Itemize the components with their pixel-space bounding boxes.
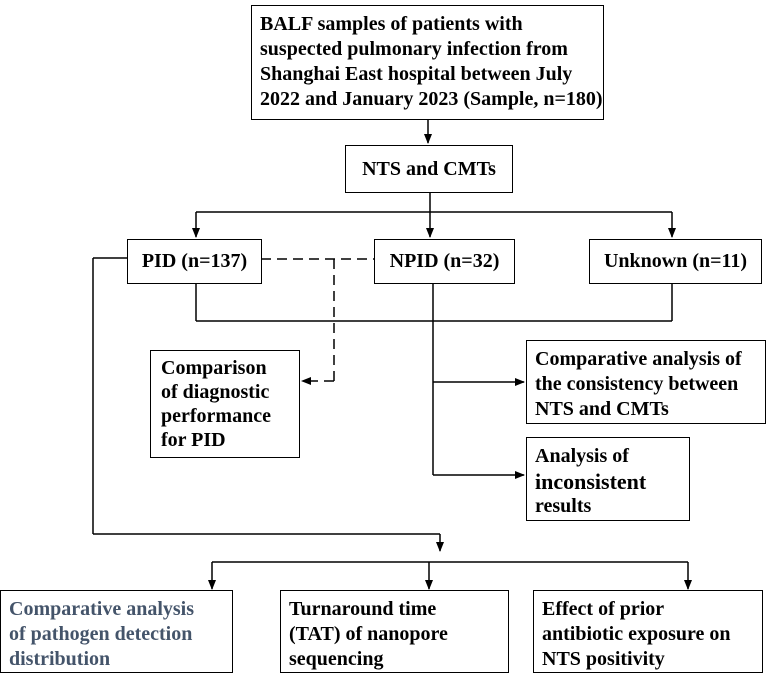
consistency-analysis-line-2: the consistency between [535, 373, 739, 395]
turnaround-time-line-2: (TAT) of nanopore [289, 623, 448, 645]
npid-label: NPID (n=32) [389, 250, 500, 272]
consistency-analysis-box: Comparative analysis of the consistency … [526, 340, 766, 424]
npid-box: NPID (n=32) [374, 239, 515, 284]
pid-box: PID (n=137) [127, 239, 262, 284]
antibiotic-effect-line-2: antibiotic exposure on [542, 623, 731, 645]
diagnostic-comparison-line-4: for PID [161, 429, 226, 451]
methods-label: NTS and CMTs [362, 157, 496, 180]
unknown-box: Unknown (n=11) [589, 239, 762, 284]
pathogen-distribution-line-2: of pathogen detection [9, 623, 193, 645]
samples-line-3: Shanghai East hospital between July [260, 63, 573, 85]
turnaround-time-box: Turnaround time (TAT) of nanopore sequen… [280, 590, 509, 673]
inconsistent-analysis-line-1: Analysis of [535, 445, 629, 467]
samples-line-4: 2022 and January 2023 (Sample, n=180) [260, 88, 603, 110]
consistency-analysis-line-3: NTS and CMTs [535, 398, 669, 420]
pid-label: PID (n=137) [141, 250, 248, 272]
samples-box: BALF samples of patients with suspected … [251, 5, 604, 120]
inconsistent-analysis-line-2: inconsistent [535, 469, 647, 494]
samples-line-2: suspected pulmonary infection from [260, 38, 568, 60]
diagnostic-comparison-line-1: Comparison [161, 357, 267, 379]
diagnostic-comparison-line-3: performance [161, 405, 271, 427]
unknown-label: Unknown (n=11) [603, 250, 748, 272]
diagnostic-comparison-line-2: of diagnostic [161, 381, 270, 403]
antibiotic-effect-line-1: Effect of prior [542, 598, 665, 620]
antibiotic-effect-line-3: NTS positivity [542, 648, 665, 670]
inconsistent-analysis-line-3: results [535, 495, 592, 517]
antibiotic-effect-box: Effect of prior antibiotic exposure on N… [533, 590, 763, 673]
turnaround-time-line-1: Turnaround time [289, 598, 437, 620]
diagnostic-comparison-box: Comparison of diagnostic performance for… [150, 350, 300, 458]
methods-box: NTS and CMTs [345, 145, 513, 193]
inconsistent-analysis-box: Analysis of inconsistent results [526, 437, 690, 521]
pathogen-distribution-box: Comparative analysis of pathogen detecti… [0, 590, 233, 673]
pathogen-distribution-line-3: distribution [9, 648, 111, 670]
turnaround-time-line-3: sequencing [289, 648, 384, 670]
consistency-analysis-line-1: Comparative analysis of [535, 348, 742, 370]
pathogen-distribution-line-1: Comparative analysis [9, 598, 194, 620]
samples-line-1: BALF samples of patients with [260, 13, 523, 35]
